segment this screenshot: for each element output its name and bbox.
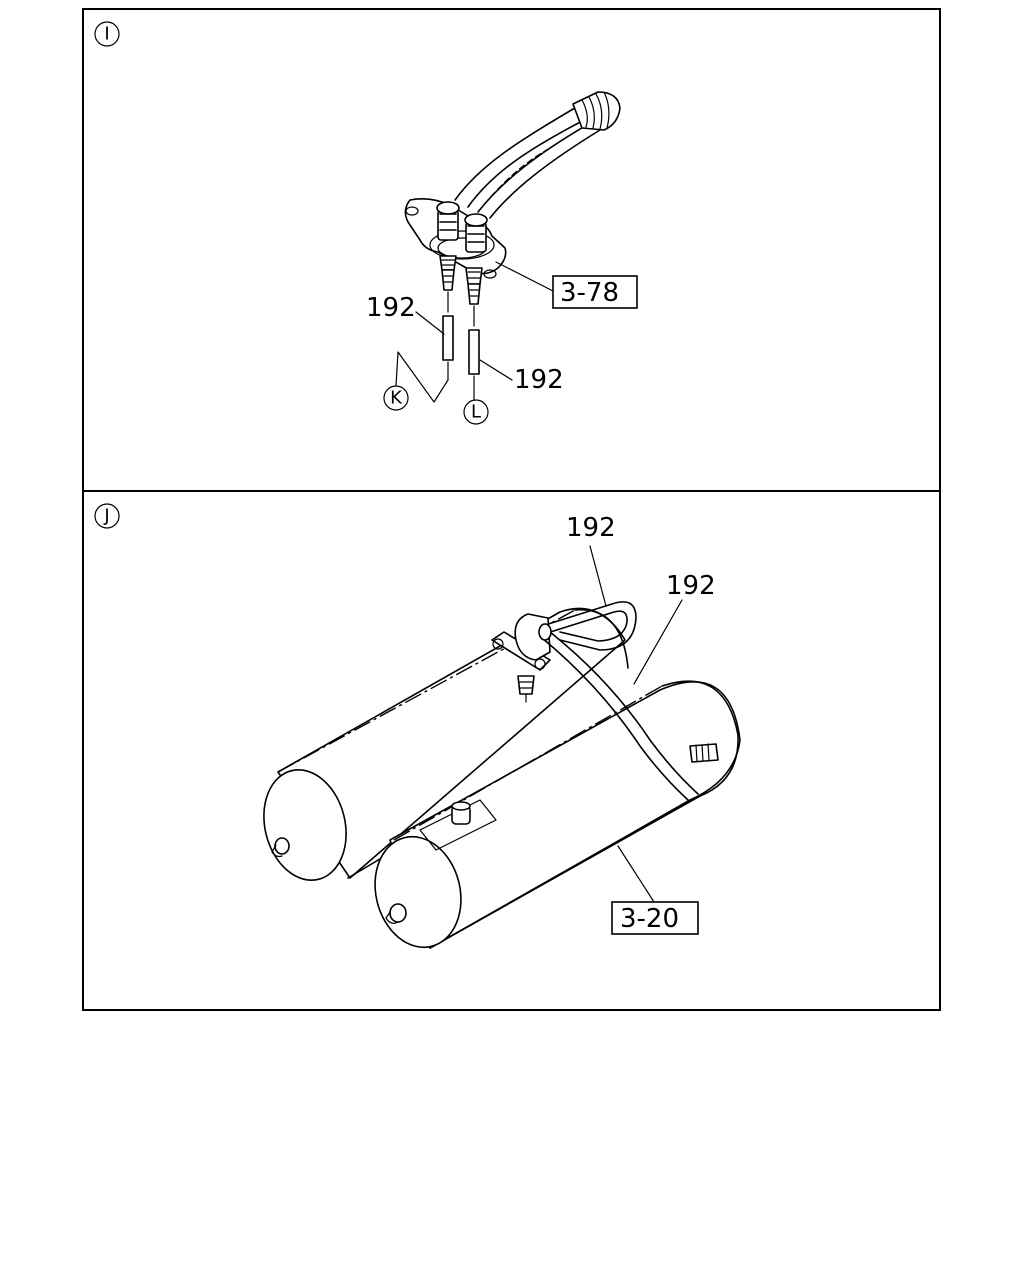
air-tank-front: [374, 680, 741, 949]
connector-k-line: [395, 351, 449, 403]
connector-k-label: K: [390, 388, 403, 409]
panel-j-id-marker: J: [94, 503, 120, 529]
callout-ref-3-78-text: 3-78: [560, 278, 619, 308]
connector-l-marker: L: [463, 399, 489, 425]
panel-i-frame: [82, 8, 941, 492]
hose-end-fitting: [572, 91, 621, 131]
air-hose-assembly: [454, 91, 621, 219]
pipe-segment-right: [468, 305, 480, 401]
connector-l-label: L: [471, 402, 481, 423]
pipe-loop-192: [541, 601, 637, 651]
callout-part-192-left-text: 192: [366, 293, 416, 323]
callout-part-192-second-text: 192: [666, 571, 716, 601]
panel-j: J: [82, 490, 941, 1011]
pipe-segment-left: [442, 291, 454, 381]
panel-i-id-marker: I: [94, 21, 120, 47]
panel-j-id-label: J: [103, 506, 109, 527]
callout-part-192-right-text: 192: [514, 365, 564, 395]
connector-k-marker: K: [383, 385, 409, 411]
callout-part-192-second: 192: [633, 571, 716, 685]
pipe-long-192: [538, 623, 699, 801]
callout-ref-3-78: 3-78: [495, 261, 638, 309]
panel-i-id-label: I: [104, 24, 109, 45]
callout-ref-3-20-text: 3-20: [620, 904, 679, 934]
panel-i: I: [82, 8, 941, 492]
union-fitting-right: [464, 213, 488, 305]
callout-part-192-top-text: 192: [566, 513, 616, 543]
panel-j-frame: [82, 490, 941, 1011]
union-fitting-left: [436, 201, 460, 291]
callout-ref-3-20: 3-20: [611, 845, 699, 935]
callout-part-192-left: 192: [366, 293, 445, 335]
callout-part-192-top: 192: [566, 513, 616, 607]
callout-part-192-right: 192: [479, 359, 564, 395]
